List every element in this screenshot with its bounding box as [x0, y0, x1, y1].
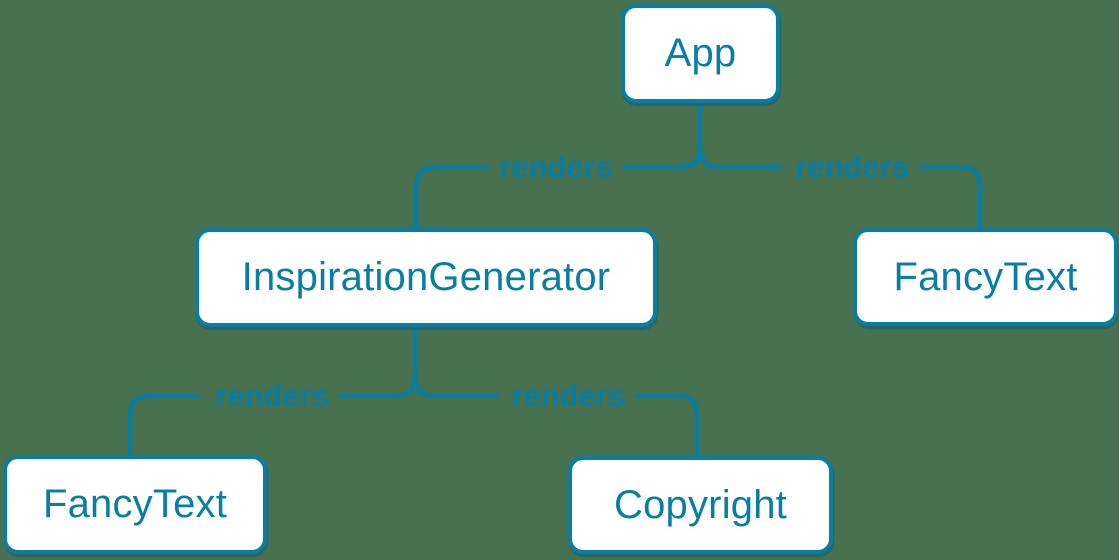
edge-app-to-inspiration-generator-tail	[413, 164, 490, 231]
node-app: App	[621, 4, 780, 103]
node-copyright: Copyright	[568, 456, 833, 554]
node-inspiration-generator-label: InspirationGenerator	[241, 255, 611, 299]
edge-app-to-fancy-text	[697, 145, 783, 170]
edge-label-app-fancy-text: renders	[795, 149, 909, 184]
edge-inspiration-to-copyright-tail	[634, 393, 700, 459]
edge-label-app-inspiration-generator: renders	[499, 149, 613, 184]
node-fancy-text-bottom-label: FancyText	[42, 482, 228, 526]
node-fancy-text-top: FancyText	[853, 228, 1118, 326]
node-fancy-text-top-label: FancyText	[893, 254, 1078, 299]
edge-inspiration-to-copyright	[412, 372, 500, 399]
edge-app-to-fancy-text-tail	[919, 164, 983, 231]
edge-label-inspiration-fancy-text: renders	[215, 378, 329, 413]
node-inspiration-generator: InspirationGenerator	[195, 228, 657, 327]
edge-inspiration-to-fancy-text	[337, 372, 418, 399]
edge-label-inspiration-copyright: renders	[511, 378, 625, 413]
node-copyright-label: Copyright	[614, 482, 787, 527]
node-app-label: App	[664, 31, 737, 75]
edge-inspiration-to-fancy-text-tail	[127, 393, 200, 458]
node-fancy-text-bottom: FancyText	[3, 455, 267, 554]
edge-app-to-inspiration-generator	[622, 145, 703, 170]
